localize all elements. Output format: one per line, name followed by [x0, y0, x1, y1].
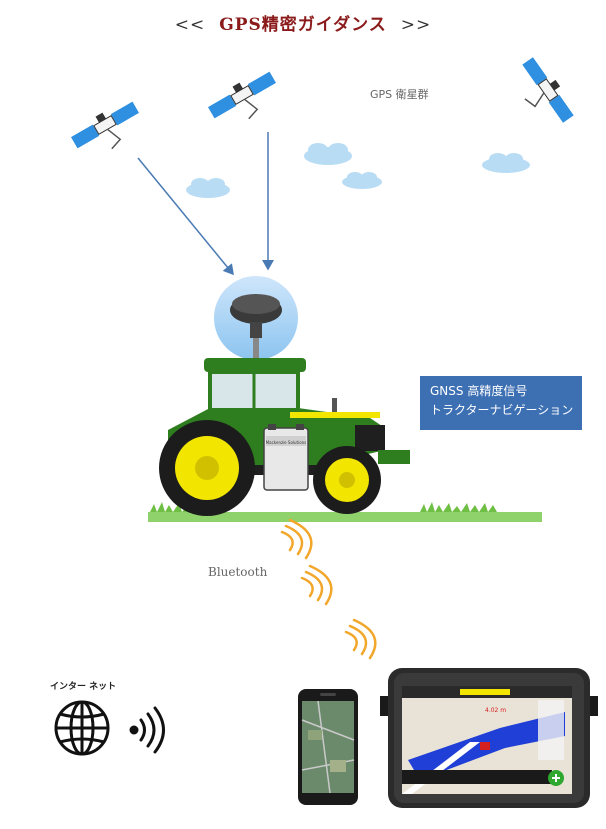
wireless-signal-icon	[129, 706, 165, 754]
gnss-line-2: トラクターナビゲーション	[430, 403, 574, 417]
internet-label: インター ネット	[50, 682, 117, 692]
guidance-tablet-device: 4.02 m	[380, 668, 598, 808]
satellite-icon	[69, 100, 141, 150]
cloud-icon	[342, 172, 382, 189]
title-left-bracket: <<	[174, 15, 206, 35]
bluetooth-wave-icon	[344, 618, 377, 660]
gnss-info-box: GNSS 高精度信号 トラクターナビゲーション	[420, 376, 582, 430]
bluetooth-label: Bluetooth	[208, 565, 268, 579]
constellation-label: GPS 衛星群	[370, 88, 429, 101]
gnss-receiver-device: Mackenzie Solutions	[263, 424, 309, 491]
cloud-icon	[482, 153, 530, 173]
signal-arrow	[137, 157, 234, 276]
cloud-icon	[304, 143, 352, 165]
gnss-line-1: GNSS 高精度信号	[430, 384, 528, 398]
tablet-distance-readout: 4.02 m	[485, 707, 506, 714]
globe-icon	[54, 700, 110, 756]
bluetooth-wave-icon	[300, 564, 333, 606]
page-title: << GPS精密ガイダンス >>	[0, 10, 606, 35]
cloud-icon	[186, 178, 230, 198]
svg-text:Mackenzie Solutions: Mackenzie Solutions	[266, 440, 307, 445]
satellite-icon	[206, 70, 278, 120]
front-wheel	[313, 446, 381, 514]
title-right-bracket: >>	[400, 15, 432, 35]
rear-wheel	[159, 420, 255, 516]
gps-antenna	[214, 276, 298, 360]
bluetooth-wave-icon	[280, 518, 313, 560]
smartphone-device	[298, 689, 358, 805]
satellite-icon	[520, 55, 576, 125]
title-text: GPS精密ガイダンス	[219, 15, 387, 35]
